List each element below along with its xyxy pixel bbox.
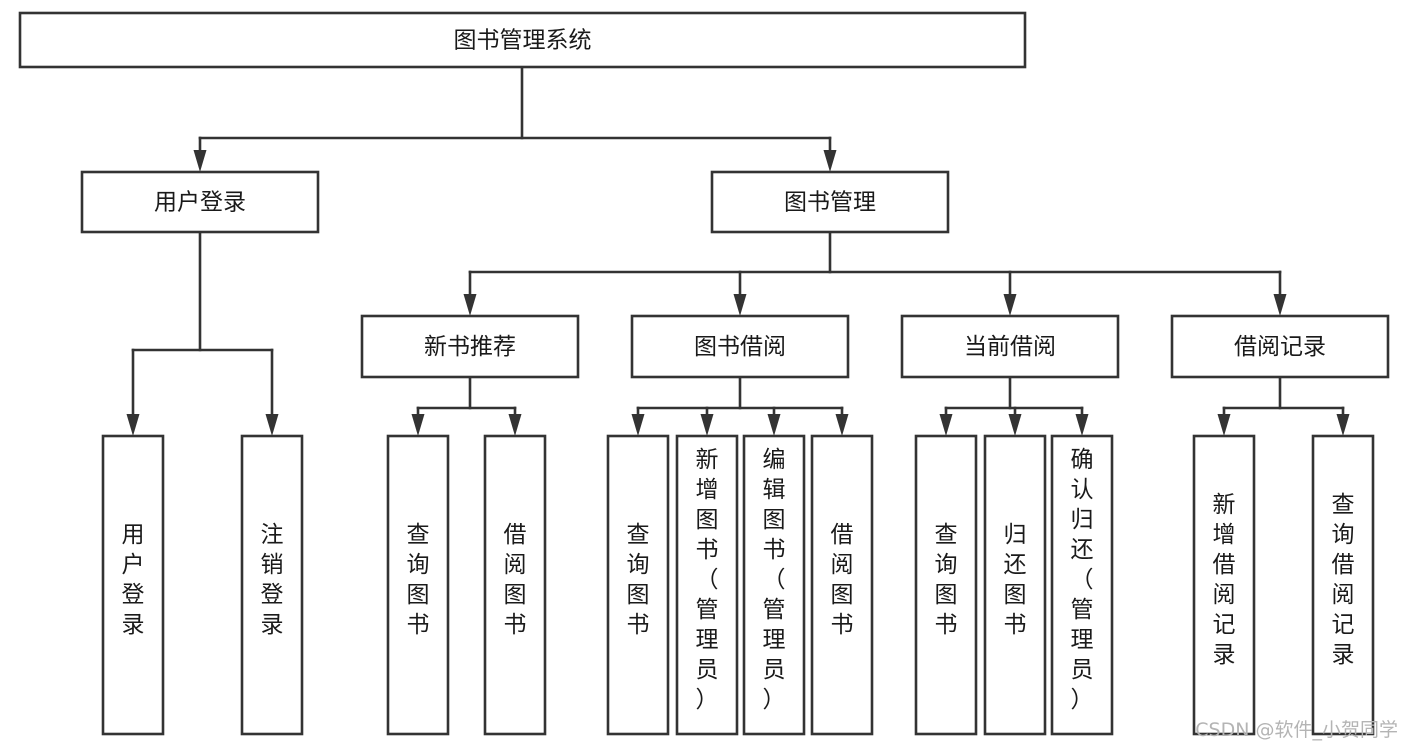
node-leaf-return-book[interactable]: 归还图书 bbox=[983, 434, 1047, 736]
arrow-icon-leaf-borrow-book bbox=[835, 414, 849, 436]
node-box-leaf-edit-book-admin bbox=[742, 434, 806, 736]
node-label-leaf-confirm-return-admin: 确认归还（管理员） bbox=[1071, 447, 1094, 713]
arrow-icon-leaf-query-borrow-record bbox=[1336, 414, 1350, 436]
node-box-user-login bbox=[80, 170, 320, 234]
node-label-current-borrow: 当前借阅 bbox=[964, 334, 1056, 360]
node-box-leaf-user-logout bbox=[240, 434, 304, 736]
node-label-leaf-borrow-book: 借阅图书 bbox=[831, 522, 854, 638]
node-box-root bbox=[18, 11, 1027, 69]
connector-layer bbox=[126, 65, 1350, 436]
node-label-leaf-user-login: 用户登录 bbox=[122, 522, 145, 638]
node-label-leaf-query-book-current: 查询图书 bbox=[935, 522, 958, 638]
node-box-leaf-query-borrow-record bbox=[1311, 434, 1375, 736]
node-label-borrow-record: 借阅记录 bbox=[1234, 334, 1326, 360]
node-label-leaf-query-borrow-record: 查询借阅记录 bbox=[1332, 492, 1355, 668]
node-leaf-user-login[interactable]: 用户登录 bbox=[101, 434, 165, 736]
arrow-icon-user-login bbox=[193, 150, 207, 172]
node-label-book-borrow: 图书借阅 bbox=[694, 334, 786, 360]
node-box-leaf-borrow-book bbox=[810, 434, 874, 736]
node-box-new-book-recommend bbox=[360, 314, 580, 379]
arrow-icon-leaf-borrow-book-recommend bbox=[508, 414, 522, 436]
node-label-book-manage: 图书管理 bbox=[784, 190, 876, 216]
arrow-icon-leaf-add-book-admin bbox=[700, 414, 714, 436]
arrow-icon-leaf-query-book-recommend bbox=[411, 414, 425, 436]
node-box-leaf-user-login bbox=[101, 434, 165, 736]
node-box-leaf-query-book-current bbox=[914, 434, 978, 736]
node-box-leaf-add-book-admin bbox=[675, 434, 739, 736]
arrow-icon-leaf-add-borrow-record bbox=[1217, 414, 1231, 436]
node-box-leaf-query-book-borrow bbox=[606, 434, 670, 736]
arrow-icon-leaf-query-book-borrow bbox=[631, 414, 645, 436]
arrow-icon-borrow-record bbox=[1273, 294, 1287, 316]
arrow-icon-current-borrow bbox=[1003, 294, 1017, 316]
node-label-new-book-recommend: 新书推荐 bbox=[424, 334, 516, 360]
node-leaf-borrow-book[interactable]: 借阅图书 bbox=[810, 434, 874, 736]
arrow-icon-leaf-user-logout bbox=[265, 414, 279, 436]
node-root[interactable]: 图书管理系统 bbox=[18, 11, 1027, 69]
node-box-leaf-add-borrow-record bbox=[1192, 434, 1256, 736]
node-leaf-borrow-book-recommend[interactable]: 借阅图书 bbox=[483, 434, 547, 736]
node-box-book-manage bbox=[710, 170, 950, 234]
node-current-borrow[interactable]: 当前借阅 bbox=[900, 314, 1120, 379]
node-label-leaf-user-logout: 注销登录 bbox=[261, 522, 284, 638]
node-book-borrow[interactable]: 图书借阅 bbox=[630, 314, 850, 379]
node-box-leaf-confirm-return-admin bbox=[1050, 434, 1114, 736]
node-layer: 图书管理系统用户登录图书管理新书推荐图书借阅当前借阅借阅记录用户登录注销登录查询… bbox=[18, 11, 1390, 736]
arrow-icon-leaf-query-book-current bbox=[939, 414, 953, 436]
node-book-manage[interactable]: 图书管理 bbox=[710, 170, 950, 234]
node-leaf-add-book-admin[interactable]: 新增图书（管理员） bbox=[675, 434, 739, 736]
node-box-leaf-return-book bbox=[983, 434, 1047, 736]
node-label-leaf-query-book-borrow: 查询图书 bbox=[627, 522, 650, 638]
node-box-borrow-record bbox=[1170, 314, 1390, 379]
node-leaf-user-logout[interactable]: 注销登录 bbox=[240, 434, 304, 736]
node-leaf-edit-book-admin[interactable]: 编辑图书（管理员） bbox=[742, 434, 806, 736]
node-label-leaf-add-borrow-record: 新增借阅记录 bbox=[1213, 492, 1236, 668]
node-borrow-record[interactable]: 借阅记录 bbox=[1170, 314, 1390, 379]
arrow-icon-leaf-edit-book-admin bbox=[767, 414, 781, 436]
arrow-icon-leaf-confirm-return-admin bbox=[1075, 414, 1089, 436]
arrow-icon-book-manage bbox=[823, 150, 837, 172]
node-leaf-confirm-return-admin[interactable]: 确认归还（管理员） bbox=[1050, 434, 1114, 736]
node-box-leaf-query-book-recommend bbox=[386, 434, 450, 736]
node-leaf-query-borrow-record[interactable]: 查询借阅记录 bbox=[1311, 434, 1375, 736]
node-label-leaf-add-book-admin: 新增图书（管理员） bbox=[696, 447, 719, 713]
node-leaf-query-book-recommend[interactable]: 查询图书 bbox=[386, 434, 450, 736]
node-label-user-login: 用户登录 bbox=[154, 190, 246, 216]
node-label-root: 图书管理系统 bbox=[454, 28, 592, 54]
arrow-icon-new-book-recommend bbox=[463, 294, 477, 316]
node-user-login[interactable]: 用户登录 bbox=[80, 170, 320, 234]
node-leaf-query-book-borrow[interactable]: 查询图书 bbox=[606, 434, 670, 736]
node-label-leaf-edit-book-admin: 编辑图书（管理员） bbox=[763, 447, 786, 713]
node-label-leaf-query-book-recommend: 查询图书 bbox=[407, 522, 430, 638]
node-box-current-borrow bbox=[900, 314, 1120, 379]
node-label-leaf-return-book: 归还图书 bbox=[1004, 522, 1027, 638]
node-box-leaf-borrow-book-recommend bbox=[483, 434, 547, 736]
node-leaf-query-book-current[interactable]: 查询图书 bbox=[914, 434, 978, 736]
node-new-book-recommend[interactable]: 新书推荐 bbox=[360, 314, 580, 379]
arrow-icon-book-borrow bbox=[733, 294, 747, 316]
arrow-icon-leaf-user-login bbox=[126, 414, 140, 436]
arrow-icon-leaf-return-book bbox=[1008, 414, 1022, 436]
node-box-book-borrow bbox=[630, 314, 850, 379]
node-label-leaf-borrow-book-recommend: 借阅图书 bbox=[504, 522, 527, 638]
csdn-watermark: CSDN @软件_小贺同学 bbox=[1195, 719, 1398, 741]
node-leaf-add-borrow-record[interactable]: 新增借阅记录 bbox=[1192, 434, 1256, 736]
